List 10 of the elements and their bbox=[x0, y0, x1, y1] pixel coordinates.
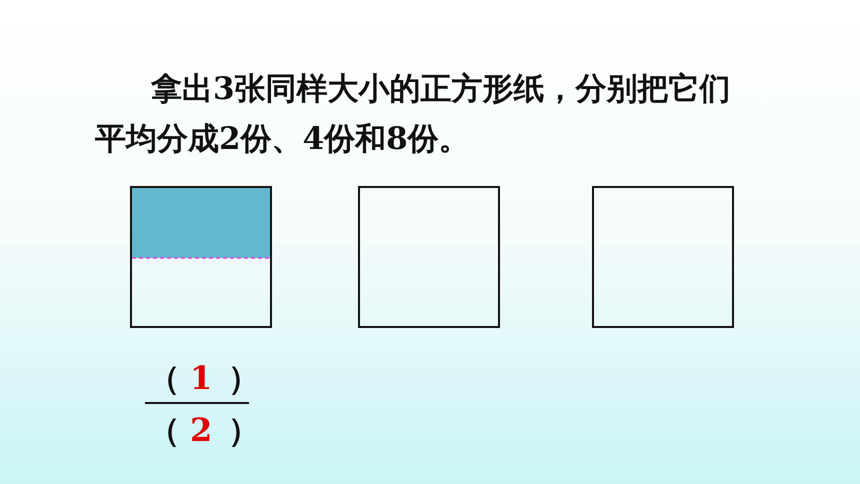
denominator: 2 bbox=[190, 412, 212, 448]
numerator: 1 bbox=[190, 360, 212, 396]
half-shaded-square bbox=[130, 186, 272, 328]
parenthesis: （ bbox=[148, 360, 180, 396]
paper-square bbox=[592, 186, 734, 328]
parenthesis: ） bbox=[228, 360, 260, 396]
instruction-text: 拿出3张同样大小的正方形纸，分别把它们平均分成2份、4份和8份。 bbox=[95, 70, 732, 159]
parenthesis: ） bbox=[228, 412, 260, 448]
paper-square bbox=[358, 186, 500, 328]
parenthesis: （ bbox=[148, 412, 180, 448]
